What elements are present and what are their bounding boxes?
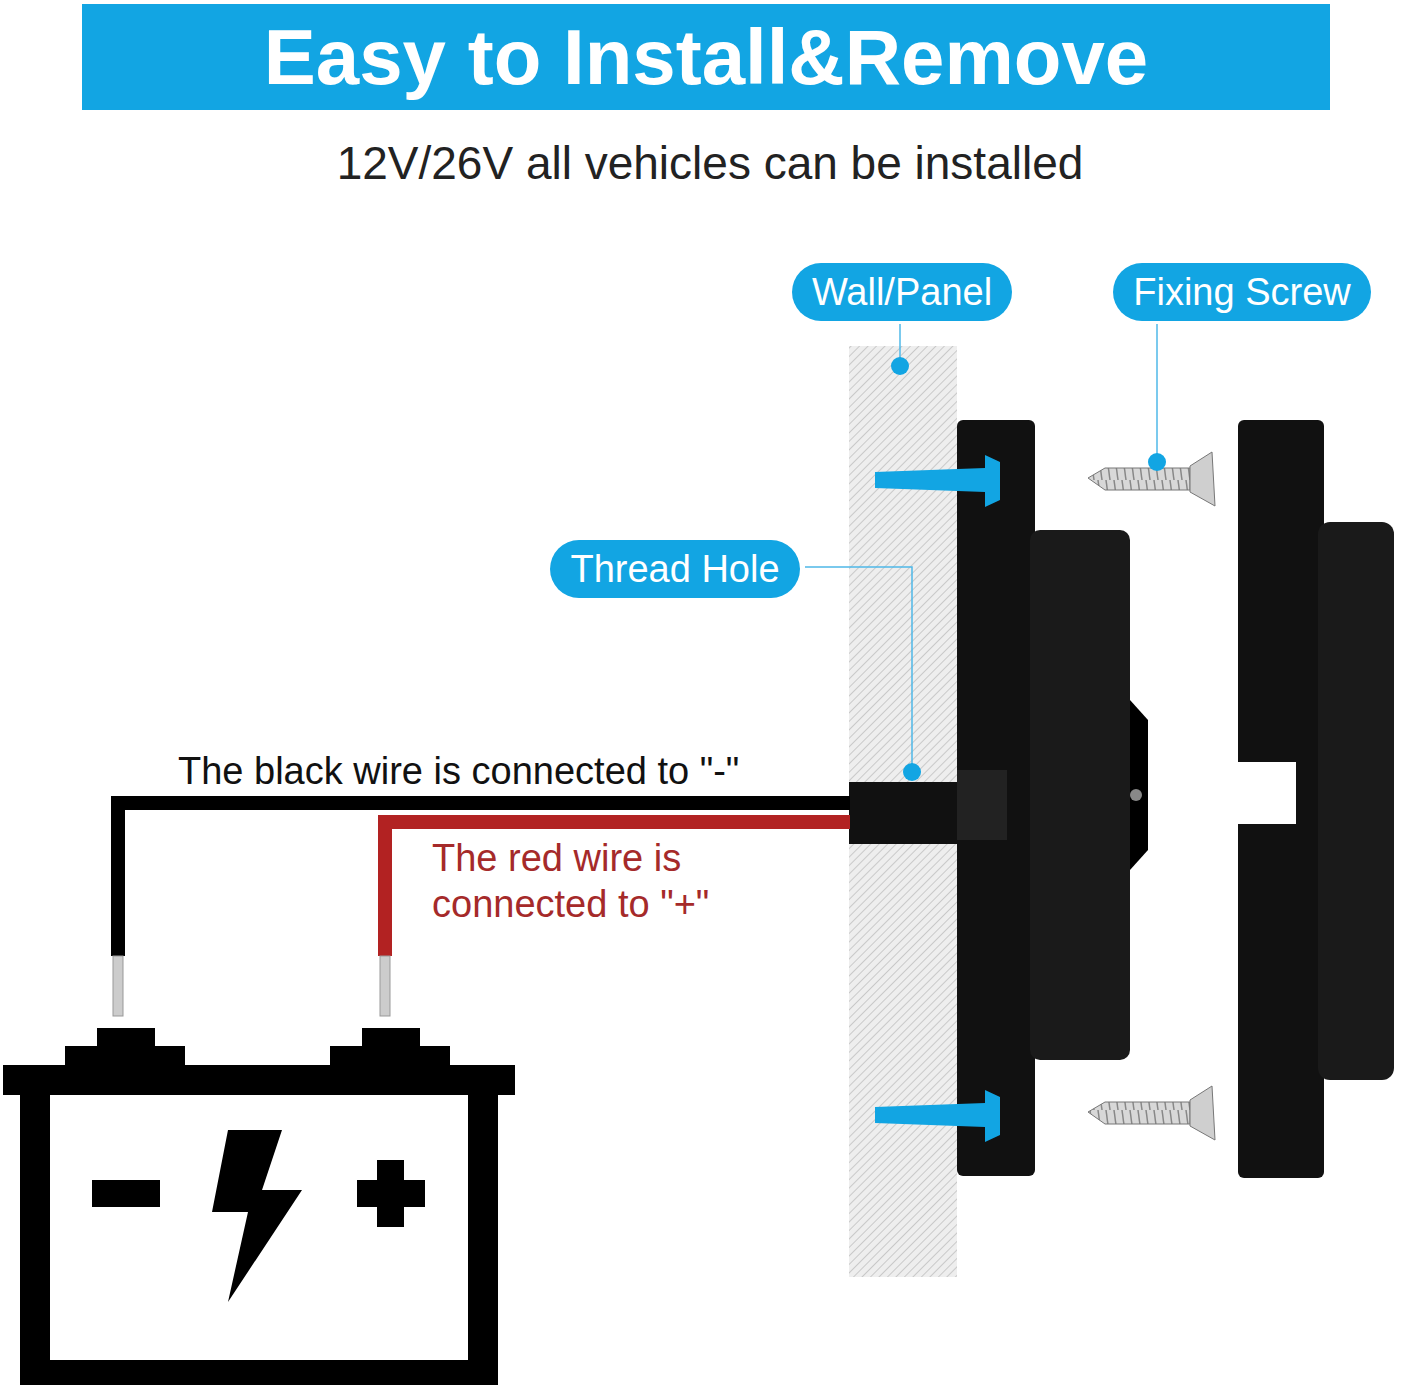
- callout-pill: Fixing Screw: [1113, 263, 1371, 321]
- battery-symbol: [3, 1028, 515, 1385]
- black-wire: [118, 803, 850, 956]
- red-wire-note: The red wire is connected to "+": [432, 835, 752, 927]
- wire-tip: [380, 956, 390, 1016]
- cable-through-wall: [849, 782, 957, 844]
- red-wire: [385, 822, 850, 956]
- leader-lines: [805, 324, 1157, 766]
- leader-dots: [891, 357, 1166, 781]
- callout-pill: Thread Hole: [550, 540, 799, 598]
- cover-frame: [1318, 522, 1394, 1080]
- callout-text: Fixing Screw: [1133, 269, 1351, 315]
- fixing-screws: [1088, 452, 1215, 1140]
- switch-body: [1030, 530, 1130, 1060]
- callout-pill: Wall/Panel: [792, 263, 1012, 321]
- callout-text: Thread Hole: [570, 546, 779, 592]
- callout-text: Wall/Panel: [812, 269, 992, 315]
- title: Easy to Install&Remove: [264, 12, 1148, 102]
- wire-exit: [957, 770, 1007, 840]
- black-wire-note: The black wire is connected to "-": [178, 748, 739, 794]
- switch-base: [957, 420, 1035, 1176]
- cover-slot: [1236, 762, 1296, 824]
- subtitle: 12V/26V all vehicles can be installed: [337, 136, 1084, 191]
- rocker-indicator: [1130, 789, 1142, 801]
- rocker: [1130, 700, 1148, 870]
- wire-tip: [113, 956, 123, 1016]
